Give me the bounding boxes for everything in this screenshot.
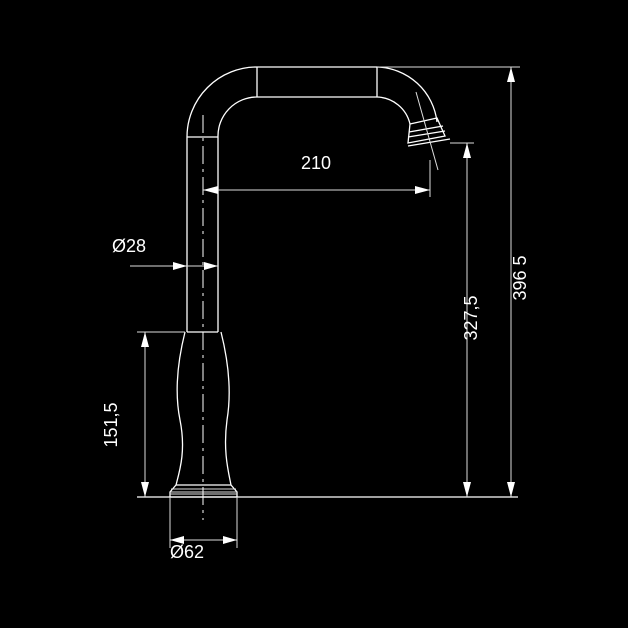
dimension-body-height: 151,5: [101, 332, 149, 497]
total-height-label: 396 5: [510, 255, 530, 300]
dimension-base-diameter: Ø62: [169, 497, 238, 562]
spout-reach-label: 210: [301, 153, 331, 173]
dimension-total-height: 396 5: [507, 67, 530, 497]
dimension-spout-reach: 210: [203, 153, 431, 197]
spout-height-label: 327,5: [461, 295, 481, 340]
body-height-label: 151,5: [101, 402, 121, 447]
spout-nozzle: [407, 91, 451, 171]
pipe-diameter-label: Ø28: [112, 236, 146, 256]
dimension-pipe-diameter: Ø28: [112, 236, 218, 270]
base-diameter-label: Ø62: [170, 542, 204, 562]
dimension-spout-height: 327,5: [461, 143, 481, 497]
faucet-pipe: [186, 66, 438, 333]
